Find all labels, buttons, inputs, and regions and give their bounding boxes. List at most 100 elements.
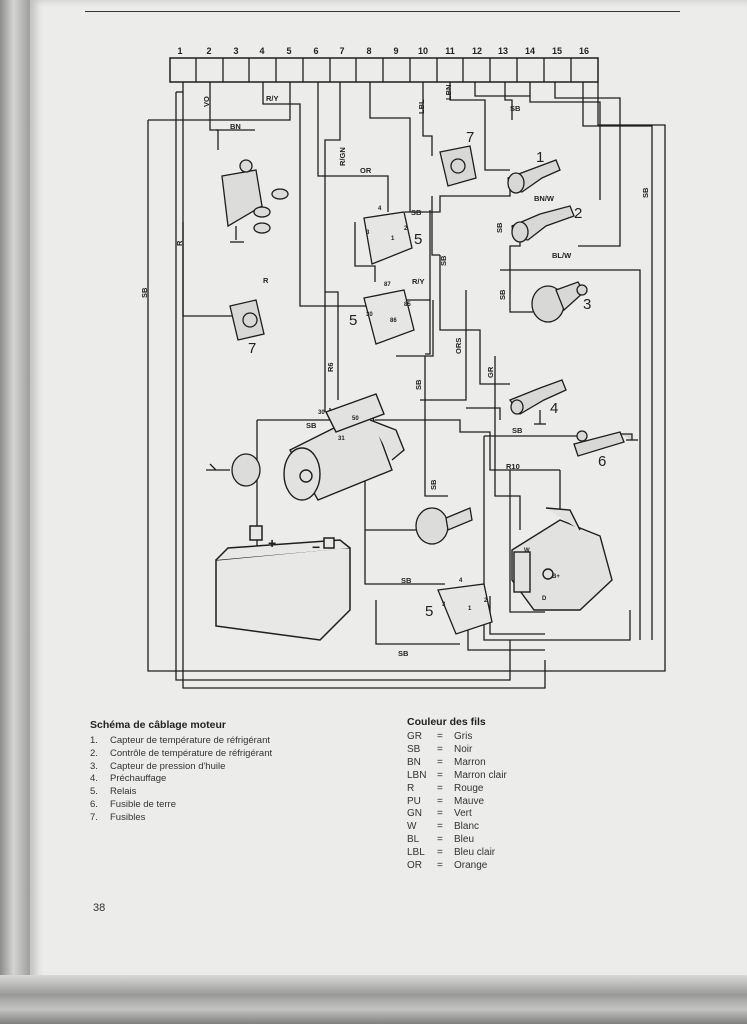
relay-terminal: 3 bbox=[366, 230, 370, 236]
item-text: Relais bbox=[110, 786, 137, 798]
list-item: 2.Contrôle de température de réfrigérant bbox=[90, 748, 272, 761]
battery bbox=[215, 525, 351, 641]
relay-terminal: 1 bbox=[468, 606, 472, 612]
legend-row: LBL=Bleu clair bbox=[407, 847, 507, 860]
oil-pressure-sensor bbox=[531, 281, 588, 323]
alternator bbox=[511, 507, 613, 611]
wire-label: R6 bbox=[326, 362, 335, 372]
wire-label: SB bbox=[495, 222, 504, 233]
legend-row: SB=Noir bbox=[407, 744, 507, 757]
relay-terminal: 4 bbox=[378, 206, 382, 212]
wire-label: SB bbox=[512, 426, 523, 435]
terminal-number: 3 bbox=[233, 46, 238, 56]
wire-label: SB bbox=[510, 104, 521, 113]
terminal-number: 16 bbox=[579, 46, 589, 56]
item-number: 6. bbox=[90, 798, 98, 810]
legend-row: BN=Marron bbox=[407, 757, 507, 770]
color-name: Rouge bbox=[454, 782, 484, 794]
item-number: 1. bbox=[90, 735, 98, 746]
legend-row: R=Rouge bbox=[407, 783, 507, 796]
relay-terminal: 4 bbox=[459, 578, 463, 584]
wire-label: BL/W bbox=[552, 251, 572, 260]
relay-terminal: 30 bbox=[366, 312, 373, 318]
equals-sign: = bbox=[437, 808, 443, 820]
item-number: 4. bbox=[90, 773, 98, 785]
temp-sensor bbox=[507, 159, 575, 243]
preheat-plug bbox=[508, 379, 567, 425]
wire-label: SB bbox=[429, 479, 438, 490]
wire-labels: VO R/Y LBL LBN SB BN R/GN OR SB BN/W SB … bbox=[140, 85, 650, 658]
color-code: R bbox=[407, 782, 415, 794]
item-number: 5. bbox=[90, 786, 98, 798]
wire-label: LBL bbox=[417, 99, 426, 114]
equals-sign: = bbox=[437, 860, 443, 872]
wire-label: R/Y bbox=[412, 277, 425, 286]
color-code: LBN bbox=[407, 769, 427, 781]
equals-sign: = bbox=[437, 769, 443, 781]
binder-edge bbox=[0, 0, 30, 1024]
callout-3: 3 bbox=[583, 296, 591, 313]
legend-row: BL=Bleu bbox=[407, 834, 507, 847]
wire-label: SB bbox=[498, 289, 507, 300]
terminal-number: 4 bbox=[259, 46, 264, 56]
relay-terminal: 87 bbox=[384, 282, 391, 288]
wires bbox=[147, 57, 666, 689]
relay-terminal: 86 bbox=[390, 318, 397, 324]
callout-6: 6 bbox=[598, 453, 606, 470]
equals-sign: = bbox=[437, 821, 443, 833]
callout-7-left: 7 bbox=[248, 340, 256, 357]
left-actuator bbox=[206, 453, 261, 487]
wire-label: R bbox=[175, 240, 184, 246]
item-text: Capteur de température de réfrigérant bbox=[110, 735, 271, 746]
color-code: LBL bbox=[407, 847, 425, 859]
page-number: 38 bbox=[93, 902, 106, 914]
alternator-terminal: W bbox=[524, 548, 530, 554]
terminal-number: 13 bbox=[498, 46, 508, 56]
color-name: Marron bbox=[454, 756, 486, 768]
alternator-terminal: D bbox=[542, 596, 547, 602]
color-code: GN bbox=[407, 808, 422, 820]
relay-terminal: 1 bbox=[391, 236, 395, 242]
fuse-holders bbox=[229, 145, 477, 341]
device-terminal-labels: 4 3 1 2 87 85 30 86 4 3 1 2 30 50 31 W B… bbox=[318, 206, 560, 612]
color-name: Marron clair bbox=[454, 769, 507, 781]
callout-5-top: 5 bbox=[414, 231, 422, 248]
wire-label: SB bbox=[414, 379, 423, 390]
wire-label: SB bbox=[398, 649, 409, 658]
engine-block-sensor bbox=[221, 159, 289, 243]
wire-label: R bbox=[263, 276, 269, 285]
color-name: Vert bbox=[454, 808, 472, 820]
wire-label: LBN bbox=[444, 85, 453, 100]
item-text: Capteur de pression d'huile bbox=[110, 760, 226, 772]
list-item: 3.Capteur de pression d'huile bbox=[90, 761, 272, 774]
list-item: 6.Fusible de terre bbox=[90, 799, 272, 812]
wire-label: R10 bbox=[506, 462, 520, 471]
equals-sign: = bbox=[437, 756, 443, 768]
legend-row: OR=Orange bbox=[407, 860, 507, 873]
item-text: Préchauffage bbox=[110, 773, 167, 785]
equals-sign: = bbox=[437, 847, 443, 859]
document-page bbox=[30, 0, 747, 985]
terminal-number: 8 bbox=[366, 46, 371, 56]
wire-label: SB bbox=[439, 255, 448, 266]
color-name: Gris bbox=[454, 731, 473, 742]
motor-terminal: 50 bbox=[352, 416, 359, 422]
color-name: Noir bbox=[454, 743, 473, 755]
callout-4: 4 bbox=[550, 400, 558, 417]
legend-row: LBN = Marron clair bbox=[407, 770, 507, 783]
terminal-number: 2 bbox=[206, 46, 211, 56]
wire-label: OR bbox=[360, 166, 372, 175]
list-item: 7.Fusibles bbox=[90, 812, 272, 825]
wire-color-legend: GR=Gris SB=Noir BN=Marron LBN=Marron cla… bbox=[407, 731, 507, 873]
relay-terminal: 2 bbox=[404, 226, 408, 232]
color-name: Mauve bbox=[454, 795, 485, 807]
terminal-number: 12 bbox=[472, 46, 482, 56]
alternator-terminal: B+ bbox=[552, 574, 560, 580]
color-name: Bleu bbox=[454, 834, 475, 846]
terminal-number: 11 bbox=[445, 46, 455, 56]
equals-sign: = bbox=[437, 834, 443, 846]
legend-row: W=Blanc bbox=[407, 821, 507, 834]
color-code: GR bbox=[407, 731, 422, 742]
equals-sign: = bbox=[437, 731, 443, 742]
legend-row: PU=Mauve bbox=[407, 796, 507, 809]
